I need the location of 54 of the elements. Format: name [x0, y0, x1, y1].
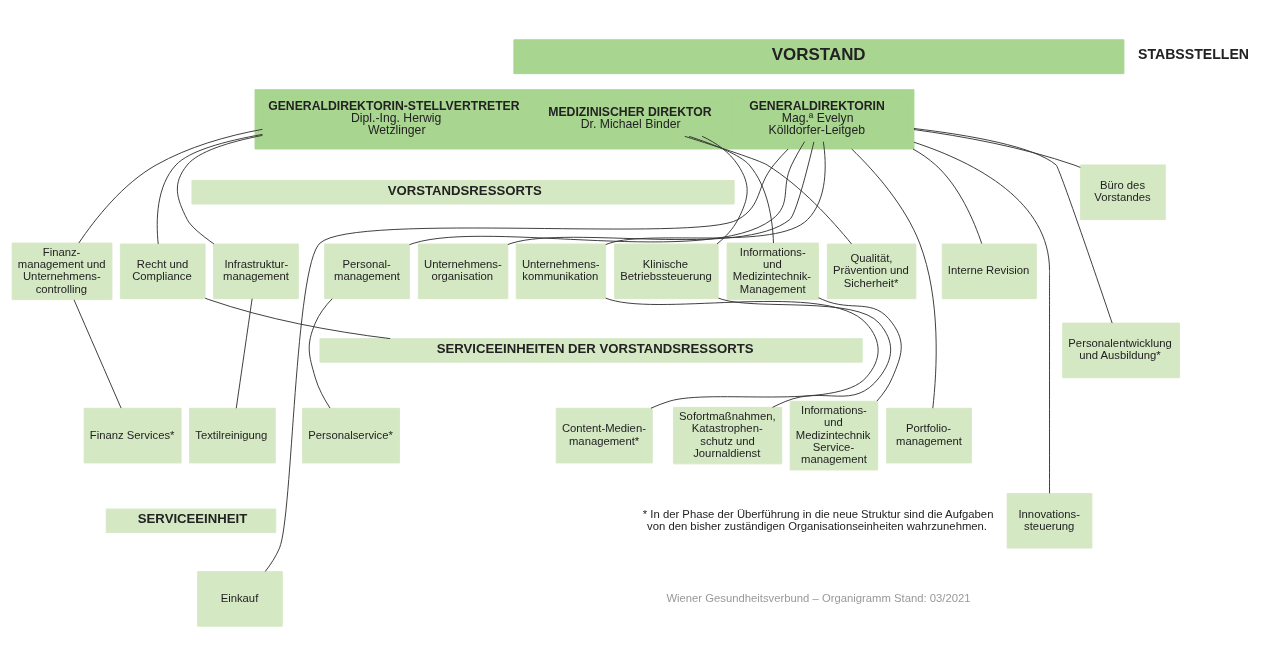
connector — [818, 296, 902, 401]
connector — [507, 140, 815, 245]
node-box: Qualität, Prävention und Sicherheit* — [826, 243, 917, 299]
node-text: GENERALDIREKTORIN Mag.ª Evelyn Kölldorfer-Leitgeb — [749, 98, 885, 137]
node-box: Unternehmens-organisation — [417, 243, 509, 299]
node-box: Portfolio-management — [886, 407, 972, 463]
node-box: SERVICEEINHEIT — [105, 508, 277, 533]
connector — [851, 148, 937, 409]
connector — [176, 134, 263, 244]
cluster — [254, 88, 915, 149]
node-box: Informations- und Medizintechnik-Management — [726, 242, 819, 300]
connector — [684, 135, 852, 244]
node-box: Sofortmaßnahmen, Katastrophen-schutz und Journaldienst — [673, 406, 783, 464]
node-text: GENERALDIREKTORIN-STELLVERTRETER Dipl.-Ing. Herwig Wetzlinger — [268, 98, 520, 137]
node-box: Infrastruktur-management — [213, 243, 299, 299]
node-box: Recht und Compliance — [119, 243, 206, 299]
connector — [264, 148, 789, 572]
connector — [701, 135, 748, 244]
node-box: SERVICEEINHEITEN DER VORSTANDSRESSORTS — [319, 337, 863, 363]
node-box: Innovations-steuerung — [1006, 492, 1093, 549]
connector — [913, 128, 1081, 168]
node-box: Informations- und Medizintechnik Service-management — [789, 400, 879, 470]
node-box: VORSTANDSRESSORTS — [191, 179, 735, 204]
node-box: Content-Medien-management* — [555, 407, 653, 463]
connector — [605, 297, 879, 409]
node-box: Büro des Vorstandes — [1080, 164, 1166, 220]
connector — [409, 140, 806, 245]
connector — [73, 298, 122, 409]
connector — [308, 297, 333, 409]
label: STABSSTELLEN — [1138, 45, 1250, 62]
node-box: Finanz Services* — [83, 407, 182, 463]
connector — [913, 127, 1113, 324]
node-box: Einkauf — [197, 570, 283, 627]
node-box: Personal-management — [324, 243, 410, 299]
node-text: MEDIZINISCHER DIREKTOR Dr. Michael Binder — [548, 104, 712, 131]
node-box: Finanz-management und Unternehmens-controlling — [11, 242, 113, 300]
connector — [235, 297, 253, 409]
node-box: Interne Revision — [941, 243, 1037, 299]
connector — [912, 148, 983, 244]
label: * In der Phase der Überführung in die neue Struktur sind die Aufgaben von den bisher zuständigen Organisationseinheiten wahrzunehmen. — [642, 507, 994, 532]
connector — [605, 140, 826, 245]
connector — [78, 128, 263, 244]
connector — [718, 297, 892, 408]
node-box: VORSTAND — [513, 38, 1125, 74]
node-box: Personalservice* — [302, 407, 400, 463]
connector — [156, 133, 263, 244]
label: Wiener Gesundheitsverbund – Organigramm Stand: 03/2021 — [666, 591, 971, 604]
node-box: Personalentwicklung und Ausbildung* — [1062, 322, 1180, 378]
node-box: Unternehmens-kommunikation — [515, 243, 607, 299]
connector — [688, 135, 774, 243]
connector — [204, 297, 391, 339]
node-box: Textilreinigung — [189, 407, 276, 463]
connector — [913, 141, 1050, 494]
node-box: Klinische Betriebssteuerung — [614, 243, 719, 299]
